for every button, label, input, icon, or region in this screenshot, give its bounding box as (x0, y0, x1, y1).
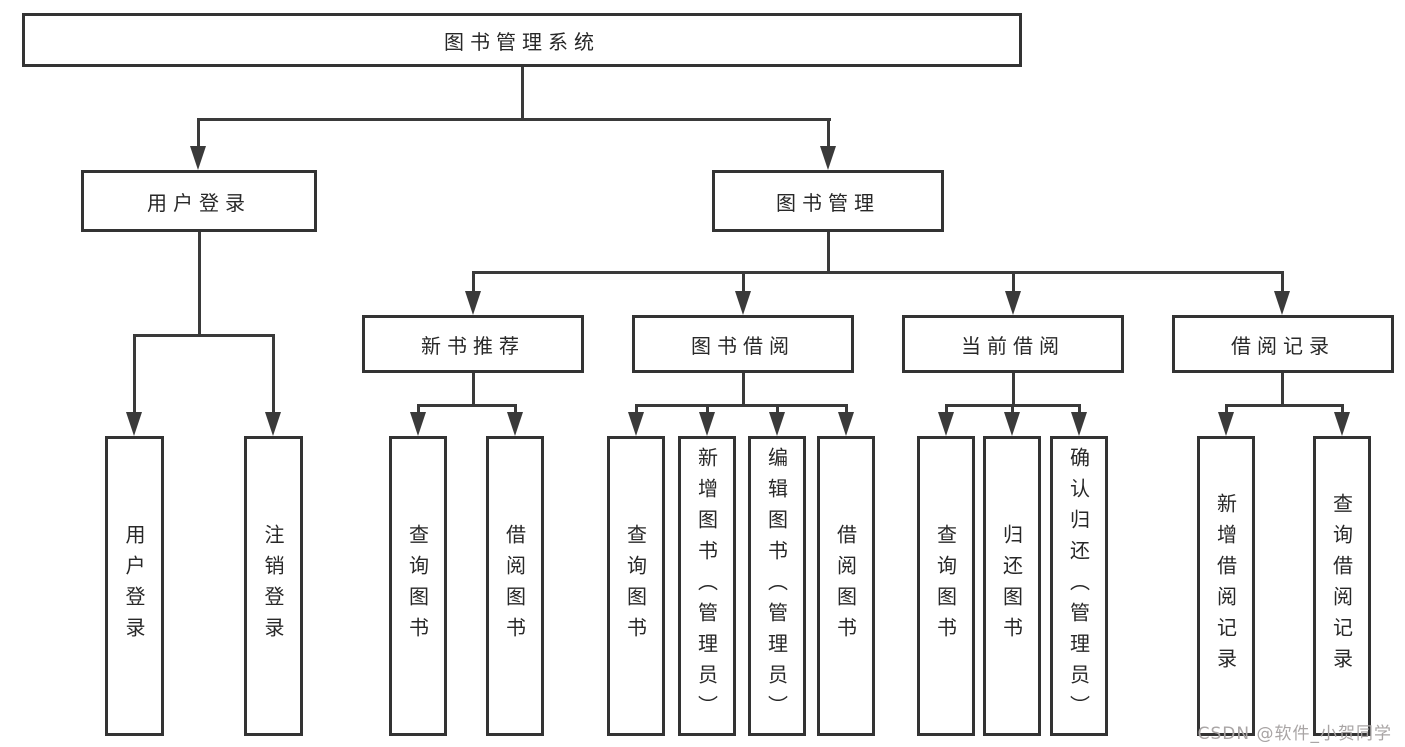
connector-borrow-records-stem (1281, 373, 1284, 407)
connector-root-stem (521, 67, 524, 121)
connector-borrow-records-bar (1225, 404, 1343, 407)
node-leaf-nbr-borrow: 借阅图书 (486, 436, 544, 736)
csdn-watermark: CSDN @软件_小贺同学 (1197, 724, 1392, 744)
node-user-login-label: 用户登录 (147, 190, 251, 215)
node-leaf-logout-label: 注销登录 (261, 524, 285, 648)
arrow-down-icon (628, 412, 644, 436)
connector-book-mgmt-stem (827, 232, 830, 274)
node-leaf-user-login-label: 用户登录 (122, 524, 146, 648)
arrow-down-icon (938, 412, 954, 436)
arrow-down-icon (465, 291, 481, 315)
arrow-down-icon (265, 412, 281, 436)
node-leaf-cb-confirm-label: 确认归还（管理员） (1066, 446, 1091, 726)
node-root: 图书管理系统 (22, 13, 1022, 67)
arrow-down-icon (820, 146, 836, 170)
arrow-down-icon (838, 412, 854, 436)
connector-book-borrow-stem (742, 373, 745, 407)
connector-root-left-shaft (197, 118, 200, 150)
node-leaf-bb-edit: 编辑图书（管理员） (748, 436, 806, 736)
connector-shaft (1341, 404, 1344, 416)
node-book-mgmt-label: 图书管理 (776, 190, 880, 215)
node-leaf-bb-add-label: 新增图书（管理员） (694, 446, 719, 726)
connector-shaft (1281, 271, 1284, 295)
connector-shaft (845, 404, 848, 416)
node-borrow-records-label: 借阅记录 (1231, 333, 1335, 358)
connector-shaft (472, 271, 475, 295)
node-leaf-br-query: 查询借阅记录 (1313, 436, 1371, 736)
connector-new-book-rec-stem (472, 373, 475, 407)
connector-shaft (706, 404, 709, 416)
connector-shaft (514, 404, 517, 416)
node-book-borrow-label: 图书借阅 (691, 333, 795, 358)
node-user-login: 用户登录 (81, 170, 317, 232)
node-leaf-cb-query: 查询图书 (917, 436, 975, 736)
connector-book-mgmt-bar (472, 271, 1284, 274)
connector-root-bar (197, 118, 831, 121)
arrow-down-icon (1004, 412, 1020, 436)
node-book-mgmt: 图书管理 (712, 170, 944, 232)
node-leaf-br-query-label: 查询借阅记录 (1329, 493, 1354, 679)
node-leaf-br-add: 新增借阅记录 (1197, 436, 1255, 736)
connector-shaft (742, 271, 745, 295)
arrow-down-icon (769, 412, 785, 436)
node-new-book-rec-label: 新书推荐 (421, 333, 525, 358)
connector-shaft (1078, 404, 1081, 416)
node-leaf-bb-add: 新增图书（管理员） (678, 436, 736, 736)
arrow-down-icon (699, 412, 715, 436)
node-leaf-user-login: 用户登录 (105, 436, 164, 736)
node-leaf-bb-borrow: 借阅图书 (817, 436, 875, 736)
arrow-down-icon (507, 412, 523, 436)
node-leaf-cb-confirm: 确认归还（管理员） (1050, 436, 1108, 736)
node-leaf-nbr-query: 查询图书 (389, 436, 447, 736)
node-leaf-bb-edit-label: 编辑图书（管理员） (764, 446, 789, 726)
node-leaf-nbr-query-label: 查询图书 (405, 524, 430, 648)
node-current-borrow: 当前借阅 (902, 315, 1124, 373)
node-leaf-bb-borrow-label: 借阅图书 (833, 524, 858, 648)
connector-root-right-shaft (827, 118, 830, 150)
arrow-down-icon (1005, 291, 1021, 315)
arrow-down-icon (735, 291, 751, 315)
node-leaf-cb-return: 归还图书 (983, 436, 1041, 736)
arrow-down-icon (1334, 412, 1350, 436)
node-leaf-logout: 注销登录 (244, 436, 303, 736)
node-current-borrow-label: 当前借阅 (961, 333, 1065, 358)
connector-user-login-bar (133, 334, 275, 337)
arrow-down-icon (126, 412, 142, 436)
arrow-down-icon (1071, 412, 1087, 436)
arrow-down-icon (410, 412, 426, 436)
node-borrow-records: 借阅记录 (1172, 315, 1394, 373)
node-leaf-bb-query: 查询图书 (607, 436, 665, 736)
node-book-borrow: 图书借阅 (632, 315, 854, 373)
arrow-down-icon (190, 146, 206, 170)
connector-shaft (776, 404, 779, 416)
node-new-book-rec: 新书推荐 (362, 315, 584, 373)
connector-shaft (417, 404, 420, 416)
connector-new-book-rec-bar (417, 404, 516, 407)
connector-shaft (1011, 404, 1014, 416)
connector-user-login-stem (198, 232, 201, 337)
node-root-label: 图书管理系统 (444, 29, 600, 54)
node-leaf-nbr-borrow-label: 借阅图书 (502, 524, 527, 648)
connector-shaft (1225, 404, 1228, 416)
connector-shaft (272, 334, 275, 416)
connector-shaft (1012, 271, 1015, 295)
node-leaf-br-add-label: 新增借阅记录 (1213, 493, 1238, 679)
node-leaf-bb-query-label: 查询图书 (623, 524, 648, 648)
connector-shaft (945, 404, 948, 416)
arrow-down-icon (1274, 291, 1290, 315)
connector-book-borrow-bar (635, 404, 846, 407)
connector-shaft (133, 334, 136, 416)
node-leaf-cb-return-label: 归还图书 (999, 524, 1024, 648)
node-leaf-cb-query-label: 查询图书 (933, 524, 958, 648)
arrow-down-icon (1218, 412, 1234, 436)
connector-current-borrow-stem (1012, 373, 1015, 407)
connector-shaft (635, 404, 638, 416)
